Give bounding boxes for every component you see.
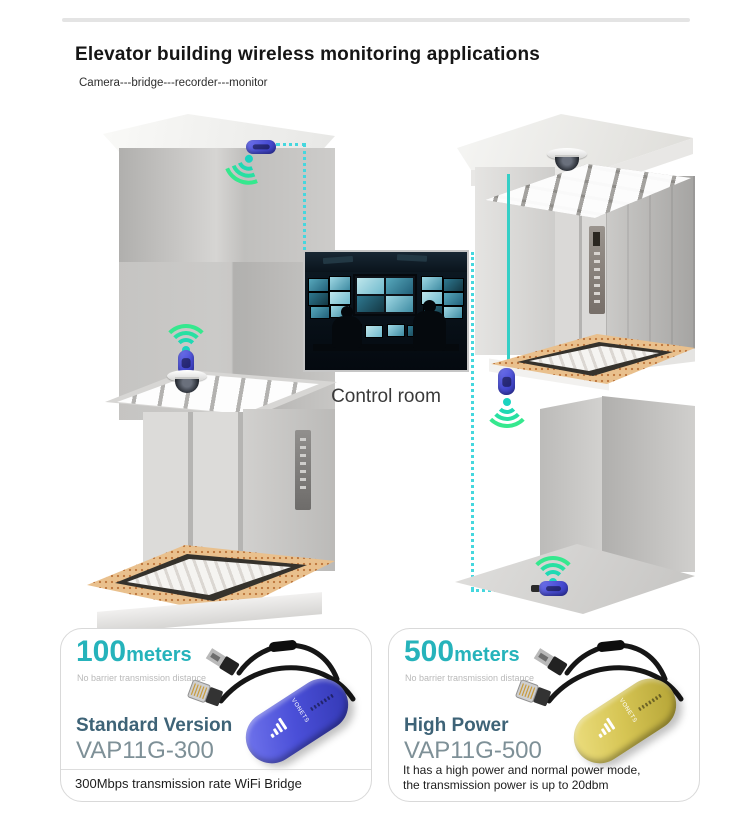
cctv-sub-screen — [357, 278, 384, 294]
brand-logo-text: VONETS — [617, 697, 638, 725]
dongle-window — [501, 376, 512, 387]
dome-camera-icon — [547, 148, 587, 175]
product-card-vap11g-300: 100meters No barrier transmission distan… — [60, 628, 372, 802]
cctv-screen — [329, 276, 351, 291]
device-photo: VONETS — [169, 633, 369, 774]
page-title: Elevator building wireless monitoring ap… — [75, 44, 541, 65]
wifi-bars-logo — [265, 714, 291, 739]
desk-monitor — [365, 325, 383, 338]
dashed-cyan-connector — [471, 252, 474, 590]
shaft-wall — [602, 396, 695, 572]
cctv-screen — [421, 276, 443, 291]
cctv-screen — [443, 292, 464, 306]
cctv-main-screen — [353, 274, 417, 316]
wifi-bars-logo — [593, 714, 619, 739]
operator-silhouette — [411, 300, 447, 352]
page-subtitle: Camera---bridge---recorder---monitor — [79, 77, 268, 89]
distance-heading: 100meters — [76, 635, 192, 669]
usb-connector — [533, 648, 568, 676]
desk-monitor — [387, 324, 405, 337]
control-room-label: Control room — [331, 386, 441, 407]
dome-camera-icon — [167, 370, 207, 397]
dashed-cyan-connector — [303, 144, 306, 250]
speaker-grill — [637, 693, 662, 712]
product-description: It has a high power and normal power mod… — [403, 763, 640, 793]
wifi-bridge-dongle-shaft-top — [246, 140, 276, 154]
wifi-bridge-dongle-under-car — [498, 368, 515, 395]
distance-unit: meters — [454, 644, 520, 666]
model-number: VAP11G-300 — [76, 737, 214, 764]
car-control-panel — [589, 226, 605, 314]
usb-connector — [205, 648, 240, 676]
cctv-screen — [443, 278, 464, 292]
wifi-bridge-dongle-car-roof — [178, 350, 194, 376]
distance-note: No barrier transmission distance — [77, 673, 207, 683]
distance-unit: meters — [126, 644, 192, 666]
cctv-screen — [308, 292, 329, 306]
wifi-bridge-dongle-pit — [539, 581, 568, 596]
distance-note: No barrier transmission distance — [405, 673, 535, 683]
dongle-window — [181, 358, 191, 368]
cctv-sub-screen — [386, 296, 413, 312]
control-desk — [313, 344, 459, 351]
top-divider — [62, 18, 690, 22]
cctv-screen — [443, 306, 463, 319]
version-name: High Power — [404, 715, 509, 736]
car-floor — [455, 324, 695, 414]
brand-logo-text: VONETS — [289, 697, 310, 725]
model-number: VAP11G-500 — [404, 737, 542, 764]
speaker-grill — [309, 693, 334, 712]
cctv-sub-screen — [386, 278, 413, 294]
cctv-screen — [308, 278, 329, 292]
dongle-window — [252, 144, 270, 150]
right-elevator-scene — [455, 112, 695, 618]
cctv-screen — [329, 291, 351, 305]
cctv-screen — [310, 306, 330, 319]
version-name: Standard Version — [76, 715, 233, 736]
elevator-doors — [143, 412, 243, 570]
rj45-connector — [187, 679, 223, 707]
device-cables — [187, 640, 356, 707]
description-line-2: the transmission power is up to 20dbm — [403, 778, 609, 792]
car-side-wall — [243, 409, 335, 571]
shaft-wall — [540, 397, 602, 569]
camera-cable — [507, 174, 510, 372]
dongle-window — [545, 585, 562, 592]
left-elevator-scene — [85, 112, 340, 634]
rj45-connector — [515, 679, 551, 707]
distance-value: 500 — [404, 635, 455, 668]
control-room-image — [303, 250, 469, 372]
device-cables — [515, 640, 684, 707]
description-line-1: It has a high power and normal power mod… — [403, 763, 641, 777]
distance-heading: 500meters — [404, 635, 520, 669]
car-control-panel — [295, 430, 311, 510]
card-divider — [61, 769, 371, 770]
product-description: 300Mbps transmission rate WiFi Bridge — [75, 776, 302, 791]
device-photo: VONETS — [497, 633, 697, 774]
wifi-signal-icon — [482, 378, 532, 428]
distance-value: 100 — [76, 635, 127, 668]
product-card-vap11g-500: 500meters No barrier transmission distan… — [388, 628, 700, 802]
dashed-cyan-connector — [276, 143, 306, 146]
cctv-sub-screen — [357, 296, 384, 312]
operator-silhouette — [331, 306, 363, 350]
dongle-connector — [531, 585, 540, 592]
